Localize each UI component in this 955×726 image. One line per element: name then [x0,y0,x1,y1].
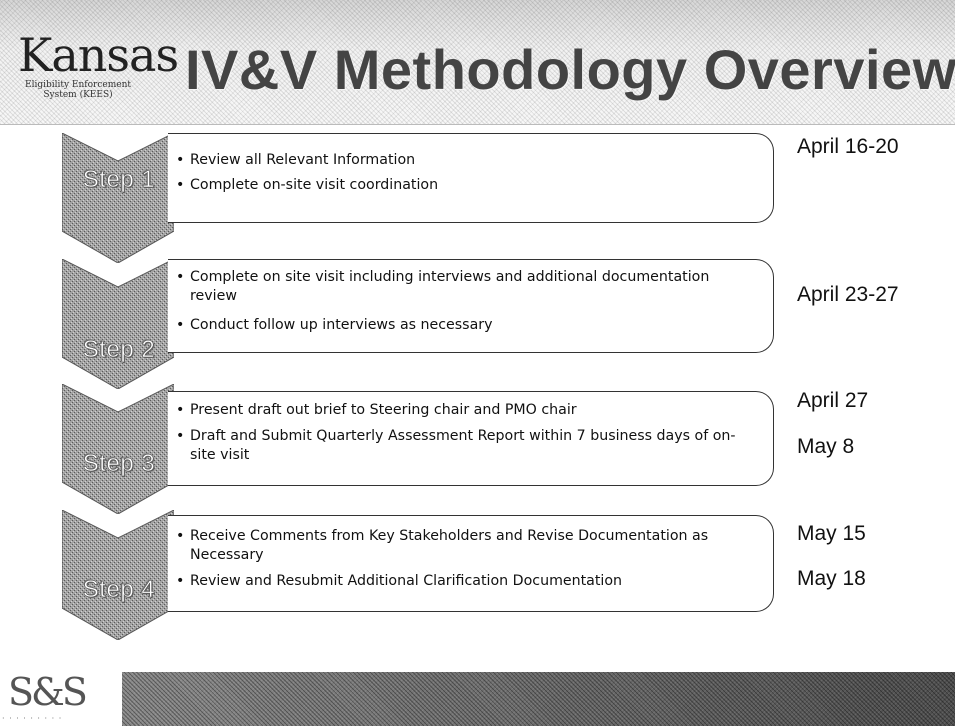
footer-logo: S&S · · · · · · · · · [0,670,122,726]
logo-subtitle: Eligibility Enforcement System (KEES) [25,80,131,100]
step-1-bullet-1: •Review all Relevant Information [176,152,416,168]
step-2-card: •Complete on site visit including interv… [168,259,774,353]
step-3-card: •Present draft out brief to Steering cha… [168,391,774,486]
step-1-card: •Review all Relevant Information •Comple… [168,133,774,223]
logo-name: Kansas [18,28,179,82]
footer-logo-sub: · · · · · · · · · [2,714,63,723]
step-4-date-2: May 18 [797,567,866,590]
step-3-label: Step 3 [82,450,156,478]
step-2-bullet-2: •Conduct follow up interviews as necessa… [176,317,493,333]
step-1-date-1: April 16-20 [797,135,899,158]
step-2-bullet-1: •Complete on site visit including interv… [176,269,710,304]
slide-title: IV&V Methodology Overview [185,38,955,101]
step-row-1: Step 1 •Review all Relevant Information … [0,133,955,263]
footer-bar [122,672,955,726]
step-1-chevron [62,133,174,263]
step-4-card: •Receive Comments from Key Stakeholders … [168,515,774,612]
step-2-date-1: April 23-27 [797,283,899,306]
step-3-chevron [62,384,174,514]
step-4-chevron [62,510,174,640]
step-4-bullet-2: •Review and Resubmit Additional Clarific… [176,573,623,589]
step-2-chevron [62,259,174,389]
step-4-bullet-1: •Receive Comments from Key Stakeholders … [176,528,709,563]
step-row-3: Step 3 •Present draft out brief to Steer… [0,384,955,514]
step-3-date-1: April 27 [797,389,869,412]
step-3-bullet-1: •Present draft out brief to Steering cha… [176,402,577,418]
step-row-2: Step 2 •Complete on site visit including… [0,259,955,389]
kansas-logo: Kansas Eligibility Enforcement System (K… [18,28,179,100]
step-3-date-2: May 8 [797,435,855,458]
step-1-bullet-2: •Complete on-site visit coordination [176,177,439,193]
step-1-label: Step 1 [82,166,156,194]
step-2-label: Step 2 [82,336,156,364]
step-3-bullet-2: •Draft and Submit Quarterly Assessment R… [176,428,736,463]
footer-logo-mark: S&S [8,670,88,714]
slide-header: Kansas Eligibility Enforcement System (K… [0,0,955,125]
step-row-4: Step 4 •Receive Comments from Key Stakeh… [0,510,955,640]
step-4-date-1: May 15 [797,522,866,545]
step-4-label: Step 4 [82,576,156,604]
